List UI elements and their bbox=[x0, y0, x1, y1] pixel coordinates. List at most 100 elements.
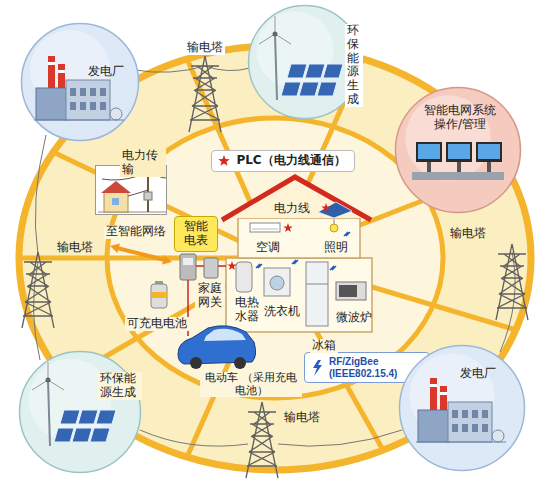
label-slot: 可充电电池 bbox=[125, 312, 189, 331]
drawing bbox=[482, 410, 488, 418]
drawing bbox=[323, 64, 343, 78]
car-label: 电动车 （采用充电电池） bbox=[200, 372, 302, 397]
drawing bbox=[446, 142, 472, 162]
drawing bbox=[104, 192, 128, 212]
drawing bbox=[305, 64, 325, 78]
meter-text: 智能 电表 bbox=[181, 220, 211, 248]
battery-label: 可充电电池 bbox=[125, 317, 189, 331]
drawing bbox=[100, 88, 106, 96]
appliance-label: 照明 bbox=[322, 241, 350, 255]
control-title: 智能电网系统 操作/管理 bbox=[418, 104, 502, 132]
drawing bbox=[416, 142, 442, 162]
drawing bbox=[48, 56, 55, 88]
drawing bbox=[100, 102, 106, 110]
circle-outline bbox=[400, 346, 525, 471]
plc-text: PLC（电力线通信） bbox=[234, 154, 347, 168]
text-slot: 电力传输 bbox=[120, 149, 166, 177]
drawing bbox=[110, 108, 122, 120]
tower-label: 输电塔 bbox=[282, 411, 322, 425]
drawing bbox=[427, 162, 431, 172]
tower-symbol bbox=[496, 244, 528, 320]
drawing bbox=[101, 181, 131, 193]
label-slot: 电热 水器 bbox=[232, 296, 262, 324]
drawing bbox=[281, 82, 301, 96]
drawing bbox=[48, 380, 50, 446]
drawing bbox=[476, 142, 502, 162]
drawing bbox=[478, 144, 500, 159]
drawing bbox=[259, 16, 291, 44]
drawing bbox=[313, 360, 322, 376]
text-slot: 环保能源生成 bbox=[98, 372, 142, 400]
drawing bbox=[112, 198, 119, 205]
drawing bbox=[462, 424, 468, 432]
drawing bbox=[273, 32, 278, 37]
green-energy-circle: 环保能源生成 bbox=[18, 350, 142, 474]
inner-ring bbox=[107, 118, 443, 398]
grid-control-circle: 智能电网系统 操作/管理 bbox=[394, 86, 522, 214]
drawing bbox=[275, 34, 277, 100]
plant-title: 发电厂 bbox=[458, 367, 498, 381]
energy-title: 环保能源生成 bbox=[98, 372, 142, 400]
circle-outline bbox=[396, 88, 521, 213]
appliance-label: 冰箱 bbox=[310, 339, 338, 353]
drawing bbox=[440, 392, 447, 395]
drawing bbox=[487, 162, 491, 172]
data-exchange-arrow bbox=[110, 243, 172, 264]
label-slot: 电动车 （采用充电电池） bbox=[200, 372, 302, 398]
circle-outline bbox=[20, 352, 141, 473]
wireless-symbol bbox=[311, 360, 323, 376]
label-slot: 输电塔 bbox=[282, 406, 322, 425]
drawing bbox=[418, 410, 450, 442]
drawing bbox=[36, 88, 68, 120]
drawing bbox=[317, 82, 337, 96]
drawing bbox=[452, 410, 458, 418]
drawing bbox=[259, 16, 291, 44]
drawing bbox=[482, 424, 488, 432]
appliance-label: 电热 水器 bbox=[232, 296, 262, 324]
node-outline bbox=[18, 350, 142, 474]
label-slot: 洗衣机 bbox=[262, 300, 302, 319]
text-slot: 智能电网系统 操作/管理 bbox=[418, 104, 502, 132]
drawing bbox=[70, 102, 76, 110]
drawing bbox=[70, 88, 76, 96]
electric-car bbox=[178, 326, 256, 369]
appliance-label: 微波炉 bbox=[334, 311, 374, 325]
drawing bbox=[457, 162, 461, 172]
transmission-box: 电力传输 bbox=[95, 165, 167, 215]
star-symbol bbox=[218, 155, 230, 167]
drawing bbox=[430, 378, 437, 410]
circle-outline bbox=[22, 24, 139, 141]
tower-symbol bbox=[22, 252, 54, 328]
drawing bbox=[58, 70, 65, 73]
drawing bbox=[54, 428, 74, 442]
label-slot: 微波炉 bbox=[334, 306, 374, 325]
drawing bbox=[90, 102, 96, 110]
label-slot: 至智能网络 bbox=[104, 220, 168, 239]
drawing bbox=[492, 430, 504, 442]
drawing bbox=[412, 172, 504, 180]
drawing bbox=[32, 362, 64, 390]
power-plant-circle: 发电厂 bbox=[398, 344, 526, 472]
label-slot: 冰箱 bbox=[310, 334, 338, 353]
transmission-title: 电力传输 bbox=[120, 149, 166, 177]
ring-spokes bbox=[19, 59, 516, 457]
drawing bbox=[472, 424, 478, 432]
drawing bbox=[72, 428, 92, 442]
drawing bbox=[66, 80, 110, 120]
power-plant-circle: 发电厂 bbox=[20, 22, 140, 142]
text-slot: 发电厂 bbox=[86, 60, 126, 79]
drawing bbox=[80, 102, 86, 110]
node-outline bbox=[20, 22, 140, 142]
label-slot: 输电塔 bbox=[185, 36, 225, 55]
label-slot: 输电塔 bbox=[55, 236, 95, 255]
drawing bbox=[287, 64, 307, 78]
drawing bbox=[452, 424, 458, 432]
drawing bbox=[46, 378, 51, 383]
tower-label: 输电塔 bbox=[185, 41, 225, 55]
drawing bbox=[418, 144, 440, 159]
house bbox=[222, 177, 372, 332]
label-slot: 电力线 bbox=[272, 197, 312, 216]
plant-title: 发电厂 bbox=[86, 65, 126, 79]
smart-meter-box: 智能 电表 bbox=[174, 216, 218, 252]
